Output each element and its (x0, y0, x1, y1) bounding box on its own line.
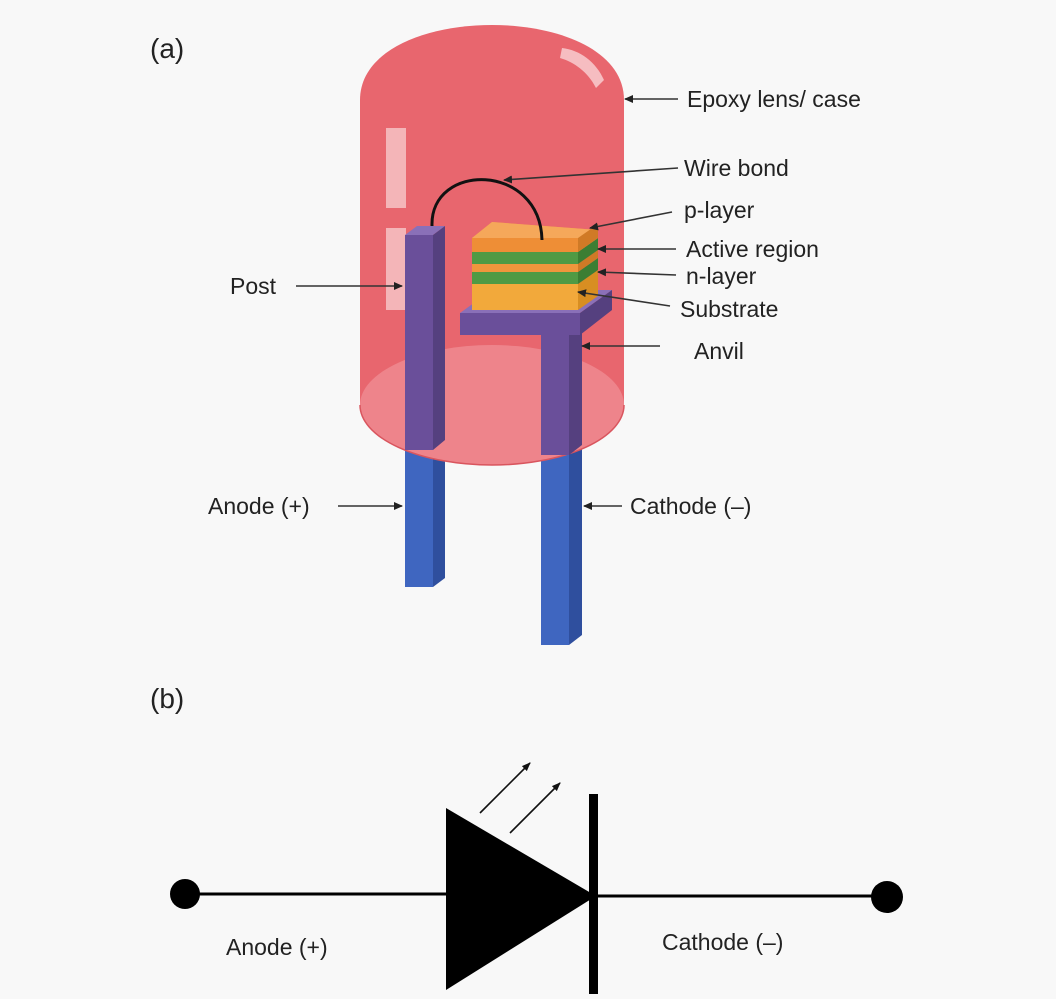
cathode-terminal (871, 881, 903, 913)
svg-text:Active region: Active region (686, 236, 819, 262)
label-wire-bond: Wire bond (503, 155, 789, 184)
case-highlight-upper (386, 128, 406, 208)
post (405, 226, 445, 450)
n-layer (472, 272, 578, 284)
svg-text:Anode (+): Anode (+) (208, 493, 310, 519)
label-active-region: Active region (597, 236, 819, 262)
substrate-layer (472, 284, 578, 310)
p-layer (472, 252, 578, 264)
svg-text:p-layer: p-layer (684, 197, 755, 223)
label-cathode: Cathode (–) (583, 493, 751, 519)
diode-triangle (446, 808, 596, 990)
svg-text:Anvil: Anvil (694, 338, 744, 364)
diode-bar (589, 794, 598, 994)
panel-b-label: (b) (150, 683, 184, 714)
label-p-layer: p-layer (589, 197, 755, 231)
anode-lead-outside (405, 438, 445, 587)
light-emission-arrow-1 (479, 762, 531, 814)
panel-b: (b) Anode (+) Cathode (–) (150, 683, 903, 994)
label-anvil: Anvil (581, 338, 744, 364)
svg-text:Wire bond: Wire bond (684, 155, 789, 181)
led-circuit-symbol (170, 762, 903, 994)
wire-bond (430, 178, 544, 241)
panel-a-label: (a) (150, 33, 184, 64)
case-highlight-lower (386, 228, 406, 310)
cathode-lead-outside (541, 445, 582, 645)
symbol-anode-label: Anode (+) (226, 934, 328, 960)
svg-text:Epoxy lens/ case: Epoxy lens/ case (687, 86, 861, 112)
svg-text:Cathode (–): Cathode (–) (630, 493, 751, 519)
panel-a: (a) (150, 25, 861, 645)
label-anode: Anode (+) (208, 493, 403, 519)
active-region-layer (472, 264, 578, 272)
led-die (472, 222, 598, 310)
svg-text:Post: Post (230, 273, 277, 299)
lens-highlight (560, 48, 604, 88)
label-epoxy: Epoxy lens/ case (624, 86, 861, 112)
svg-text:n-layer: n-layer (686, 263, 757, 289)
label-n-layer: n-layer (597, 263, 757, 289)
light-emission-arrow-2 (509, 782, 561, 834)
label-post: Post (230, 273, 403, 299)
label-substrate: Substrate (577, 289, 778, 322)
symbol-cathode-label: Cathode (–) (662, 929, 783, 955)
svg-text:Substrate: Substrate (680, 296, 778, 322)
